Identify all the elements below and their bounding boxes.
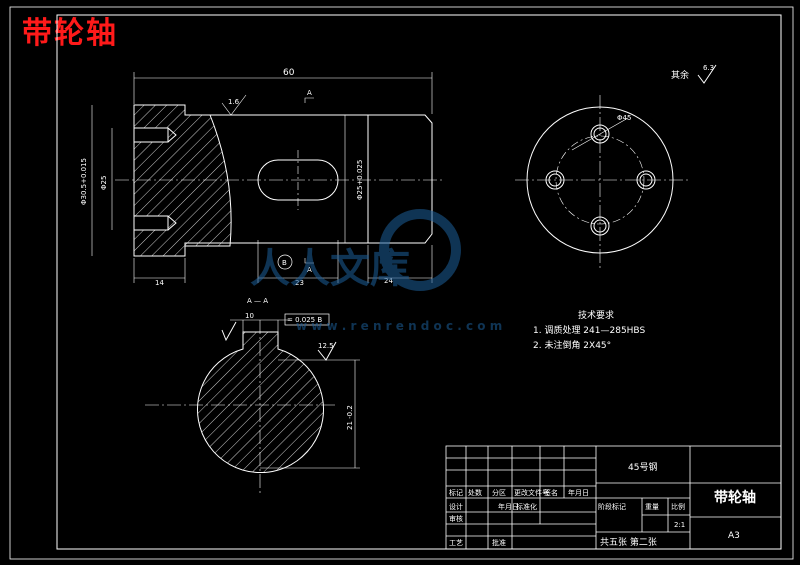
dim-len-24: 24 (384, 277, 393, 285)
material-label: 45号钢 (628, 461, 657, 473)
scale-value: 2:1 (674, 521, 685, 529)
roughness-main: 1.6 (228, 98, 240, 106)
main-view (115, 104, 445, 257)
dim-shaft-dia: Φ25+0.025 (356, 160, 364, 200)
end-view (515, 64, 717, 268)
col-stage: 阶段标记 (598, 502, 626, 511)
dim-inner-dia: Φ25 (100, 176, 108, 190)
row-approve: 批准 (492, 538, 506, 547)
tolerance-frame (284, 313, 330, 326)
row-sign: 签名 (544, 488, 558, 497)
section-view-title: A — A (247, 297, 268, 305)
dim-len-14: 14 (155, 279, 164, 287)
dim-section-21: 21 -0.2 (346, 405, 354, 430)
dim-len-23: 23 (295, 279, 304, 287)
watermark: 人人文库 w w w . r e n r e n d o c . c o m (250, 209, 502, 333)
datum-b-circle (277, 254, 293, 270)
section-marker-top: A (307, 89, 312, 97)
roughness-section: 12.5 (318, 342, 334, 350)
tech-item-2: 2. 未注倒角 2X45° (533, 339, 611, 351)
dim-overall-length: 60 (283, 68, 295, 78)
title-block (445, 445, 782, 550)
sheet-size: A3 (728, 531, 740, 541)
section-hatched-circle (197, 331, 324, 473)
datum-b-label: B (282, 259, 287, 267)
tech-item-1: 1. 调质处理 241—285HBS (533, 324, 645, 336)
row-date-2: 年月日 (498, 502, 519, 511)
section-view (145, 313, 360, 495)
sheets-info: 共五张 第二张 (600, 536, 657, 548)
shaft-outline (133, 104, 433, 257)
section-marker-bottom: A (307, 266, 312, 274)
row-design: 设计 (449, 502, 463, 511)
watermark-brand: 人人文库 (250, 246, 410, 292)
tolerance-box-text: = 0.025 B (287, 316, 322, 324)
others-label: 其余 (671, 69, 689, 81)
outer-border (9, 6, 794, 560)
tech-heading: 技术要求 (578, 309, 614, 321)
row-count: 处数 (468, 488, 482, 497)
row-zone: 分区 (492, 488, 506, 497)
dim-bcd: Φ45 (617, 114, 631, 122)
row-process: 工艺 (449, 539, 463, 547)
row-std: 标准化 (516, 502, 537, 511)
dim-keyway-width: 10 (245, 312, 254, 320)
watermark-url: w w w . r e n r e n d o c . c o m (296, 319, 502, 333)
drawing-title-red: 带轮轴 (22, 16, 118, 51)
col-scale: 比例 (671, 502, 685, 511)
tapped-hole-top (133, 127, 169, 143)
col-weight: 重量 (645, 503, 659, 511)
row-mark: 标记 (449, 488, 463, 497)
dim-left-hole-dia: Φ30.5+0.015 (80, 158, 88, 205)
row-date: 年月日 (568, 488, 589, 497)
inner-frame (56, 14, 782, 550)
others-roughness: 6.3 (703, 64, 714, 72)
row-check: 审核 (449, 514, 463, 523)
watermark-logo-ring (379, 209, 461, 291)
tapped-hole-bottom (133, 215, 169, 231)
part-name: 带轮轴 (714, 489, 756, 506)
main-dims (91, 72, 433, 283)
row-doc: 更改文件号 (514, 488, 549, 497)
